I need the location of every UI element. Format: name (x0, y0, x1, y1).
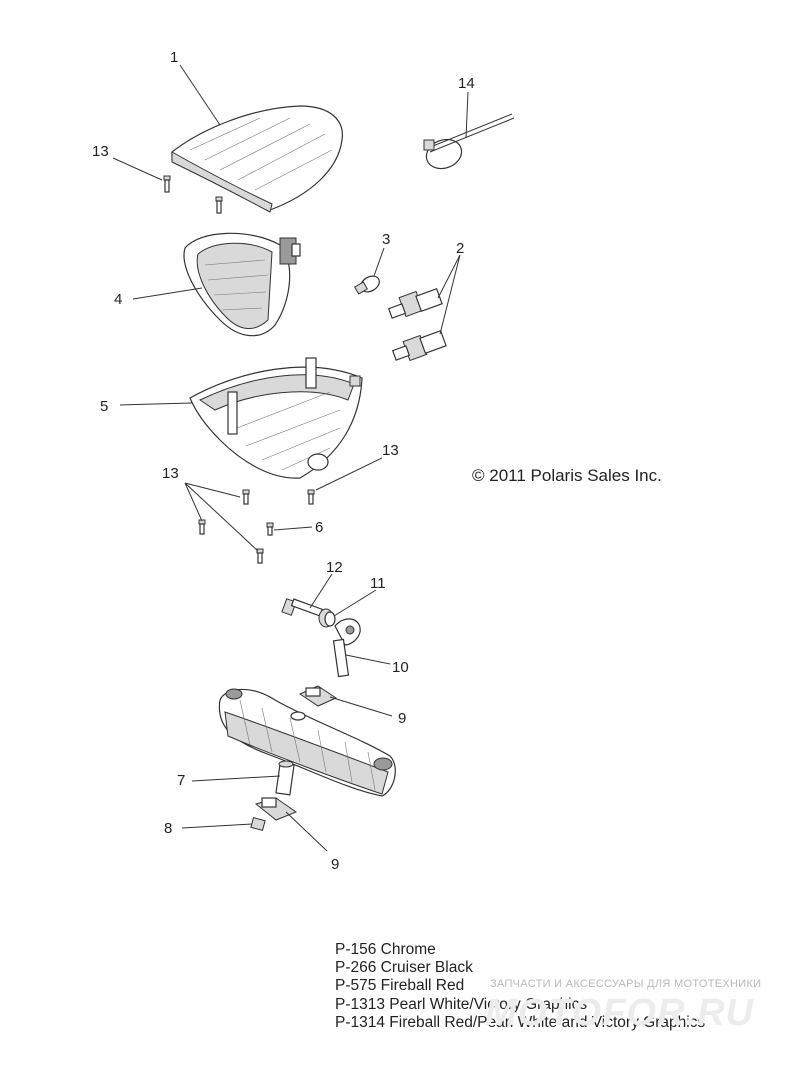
part-2-bulb-lower (391, 329, 447, 362)
callout-13-left: 13 (162, 465, 179, 482)
watermark-logo: MOTOFOR.RU (485, 992, 754, 1034)
legend-item: P-156 Chrome (335, 941, 436, 958)
part-5-housing (189, 357, 363, 479)
part-13-screw-top-center (215, 196, 223, 214)
watermark-tagline: ЗАПЧАСТИ И АКСЕССУАРЫ ДЛЯ МОТОТЕХНИКИ (490, 978, 762, 990)
part-7-tube (275, 760, 295, 796)
callout-11: 11 (370, 575, 386, 592)
callout-13-right: 13 (382, 442, 399, 459)
callout-13-top: 13 (92, 143, 109, 160)
callout-9-upper: 9 (398, 710, 406, 727)
callout-10: 10 (392, 659, 409, 676)
legend-item: P-1314 Fireball Red/Pearl White and Vict… (335, 1013, 706, 1031)
part-2-bulb-upper (387, 287, 443, 319)
callout-12: 12 (326, 559, 343, 576)
callout-2: 2 (456, 240, 464, 257)
part-13-screw-a (242, 489, 250, 505)
callout-7: 7 (177, 772, 185, 789)
legend-item: P-1313 Pearl White/Victory Graphics (335, 995, 588, 1013)
callout-4: 4 (114, 291, 122, 308)
part-1-visor (171, 105, 343, 213)
callout-14: 14 (458, 75, 475, 92)
part-4-headlamp (183, 232, 301, 337)
legend-item: P-266 Cruiser Black (335, 959, 473, 977)
part-14-cable-tie (423, 113, 515, 170)
part-12-bolt (281, 598, 323, 617)
callout-9-lower: 9 (331, 856, 339, 873)
part-11-spacer (318, 608, 336, 628)
upper-triple-clamp (218, 688, 396, 797)
callout-3: 3 (382, 231, 390, 248)
part-6-screw (266, 522, 274, 536)
callout-1: 1 (170, 49, 178, 66)
part-13-screw-b (198, 519, 206, 535)
paint-code-legend: P-156 Chrome P-266 Cruiser Black P-575 F… (335, 941, 705, 1032)
callout-5: 5 (100, 398, 108, 415)
part-13-screw-right (307, 489, 315, 505)
callout-labels: 1 13 14 3 2 4 5 13 13 6 12 11 10 9 7 8 9 (92, 49, 475, 873)
callout-6: 6 (315, 519, 323, 536)
part-10-bracket (332, 618, 361, 678)
callout-8: 8 (164, 820, 172, 837)
part-8-nut (250, 817, 266, 831)
copyright-notice: © 2011 Polaris Sales Inc. (472, 466, 662, 485)
leader-lines (112, 64, 469, 852)
legend-item: P-575 Fireball Red (335, 977, 465, 995)
part-9-grommet-upper (298, 685, 338, 707)
part-13-screw-c (256, 548, 264, 564)
part-3-bulb (353, 275, 380, 295)
part-9-grommet-lower (254, 797, 298, 821)
part-13-screw-top-left (163, 175, 171, 193)
